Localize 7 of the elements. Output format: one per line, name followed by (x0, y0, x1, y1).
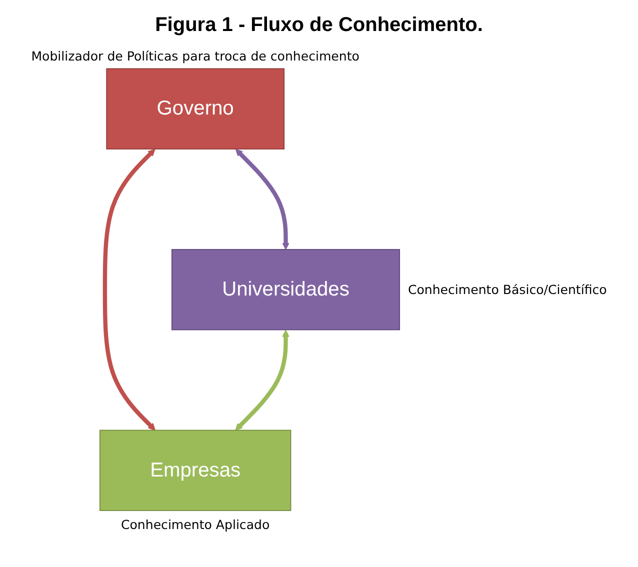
node-label: Empresas (150, 458, 241, 484)
figure-title: Figura 1 - Fluxo de Conhecimento. (154, 14, 484, 37)
node-label: Governo (156, 96, 234, 122)
node-label: Universidades (222, 276, 350, 302)
node-caption: Conhecimento Básico/Científico (408, 282, 607, 297)
node-caption: Conhecimento Aplicado (121, 517, 270, 532)
node-caption: Mobilizador de Políticas para troca de conhecimento (31, 48, 360, 64)
